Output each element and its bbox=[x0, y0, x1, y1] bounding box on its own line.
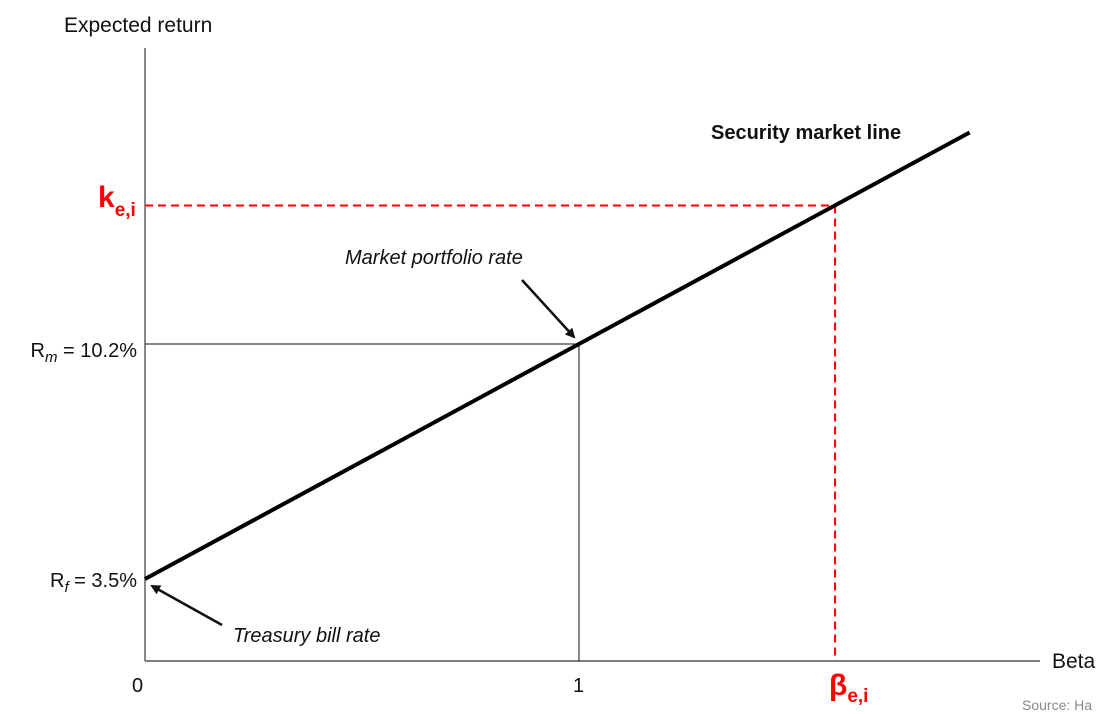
x-tick-label-0: 0 bbox=[132, 675, 143, 697]
treasury-arrow bbox=[150, 584, 223, 627]
treasury-annotation: Treasury bill rate bbox=[233, 625, 380, 647]
x-axis-title: Beta bbox=[1052, 650, 1096, 673]
rm-label: Rm = 10.2% bbox=[31, 340, 138, 366]
rf-label: Rf = 3.5% bbox=[50, 570, 137, 596]
x-tick-label-1: 1 bbox=[573, 675, 584, 697]
asset-beta-label: βe,i bbox=[829, 669, 868, 707]
market-rate-annotation: Market portfolio rate bbox=[345, 247, 523, 269]
source-note: Source: Ha bbox=[1022, 697, 1092, 713]
asset-return-label: ke,i bbox=[98, 181, 136, 221]
y-axis-title: Expected return bbox=[64, 14, 212, 37]
market-rate-arrow bbox=[521, 279, 576, 339]
sml-annotation: Security market line bbox=[711, 122, 901, 144]
security-market-line bbox=[144, 130, 971, 581]
